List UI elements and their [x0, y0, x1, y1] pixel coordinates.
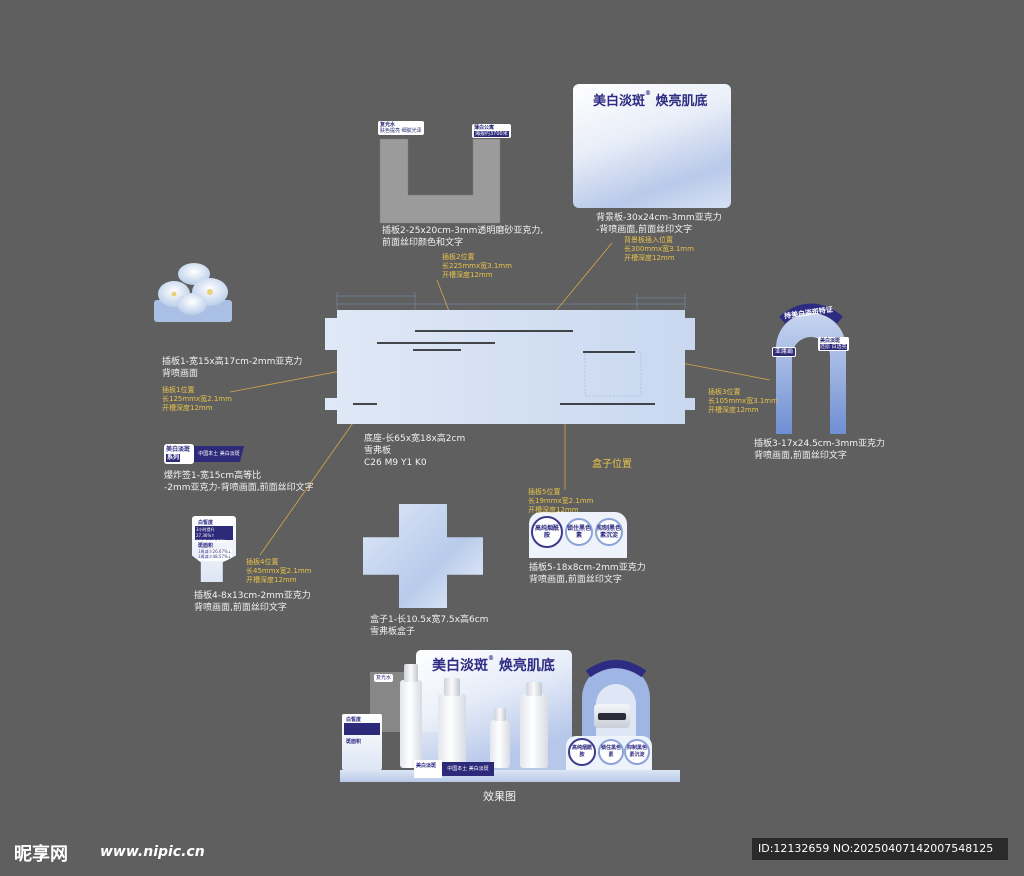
- effect-board4-head2: 斑面积: [346, 739, 362, 745]
- effect-title: 美白淡斑® 焕亮肌底: [432, 655, 555, 674]
- board5-badge1: 高纯烟酰胺: [531, 516, 563, 548]
- board3-tag-a: 亚庸霸: [772, 347, 797, 357]
- box-position-label: 盒子位置: [592, 459, 632, 470]
- leader-board4: [259, 419, 356, 556]
- effect-badge3: 抑制黑色素沉淀: [624, 739, 650, 765]
- board2-label: 插板2-25x20cm-3mm透明磨砂亚克力,前面丝印颜色和文字: [382, 226, 544, 248]
- effect-bottle-small-cap: [494, 708, 506, 721]
- board3-tag-b: 美白淡斑 还原 白透亮: [818, 337, 849, 351]
- board3-label: 插板3-17x24.5cm-3mm亚克力背喷画面,前面丝印文字: [754, 439, 886, 461]
- effect-board4: 白皙度 斑面积: [342, 714, 382, 770]
- board4-stat-box2: 3周减少26.67%↓3周减少48.57%↓: [198, 549, 232, 561]
- board1-flowers: [154, 263, 232, 322]
- board3-arch: [776, 303, 846, 434]
- board5-badge2: 锁住黑色素: [565, 518, 593, 546]
- board2-tag-left: 复光水 肤色提亮 细腻光泽: [378, 121, 424, 135]
- explosion-tag-right: 中国本土 美白淡斑: [194, 446, 244, 462]
- effect-board4-box: [344, 723, 380, 735]
- watermark-id: ID:12132659 NO:20250407142007548125: [752, 838, 1008, 860]
- effect-bottle-mid-cap: [444, 678, 460, 696]
- backboard-title: 美白淡斑® 焕亮肌底: [593, 90, 708, 109]
- backboard-label: 背景板-30x24cm-3mm亚克力-背喷画面,前面丝印文字: [596, 213, 722, 235]
- effect-explosion-tag: 美白淡斑 中国本土 美白淡斑: [414, 760, 494, 778]
- effect-tag-left: 复光水: [374, 674, 394, 682]
- explosion-label: 爆炸签1-宽15cm高等比-2mm亚克力-背喷画面,前面丝印文字: [164, 471, 314, 493]
- board1-label: 插板1-宽15x高17cm-2mm亚克力背喷画面: [162, 357, 303, 379]
- board5-label: 插板5-18x8cm-2mm亚克力背喷画面,前面丝印文字: [529, 563, 646, 585]
- board4-head2: 斑面积: [198, 543, 214, 549]
- effect-image: 美白淡斑® 焕亮肌底 高纯烟酰胺 锁住黑色素 抑制黑色素沉淀 复光水 白皙度 斑…: [340, 650, 680, 784]
- effect-explosion-right: 中国本土 美白淡斑: [442, 762, 494, 776]
- backboard-panel: 美白淡斑® 焕亮肌底: [573, 84, 731, 208]
- effect-board4-head: 白皙度: [346, 717, 362, 723]
- board4-label: 插板4-8x13cm-2mm亚克力背喷画面,前面丝印文字: [194, 591, 311, 613]
- watermark-url: www.nipic.cn: [100, 844, 205, 860]
- explosion-tag-left: 美白淡斑系列: [164, 444, 194, 464]
- board5-badge3: 抑制黑色素沉淀: [595, 518, 623, 546]
- effect-base: [340, 770, 680, 782]
- explosion-tag: 美白淡斑系列 中国本土 美白淡斑: [164, 444, 244, 464]
- board4-head: 白皙度: [198, 520, 214, 526]
- board5-panel: 高纯烟酰胺 锁住黑色素 抑制黑色素沉淀: [529, 512, 627, 558]
- board2-u-shape: [379, 138, 501, 224]
- effect-explosion-left: 美白淡斑: [414, 760, 442, 778]
- effect-badge1: 高纯烟酰胺: [568, 738, 596, 766]
- board2-tag-right: 薄白公寓 海报约3700米: [472, 124, 511, 138]
- effect-caption: 效果图: [483, 790, 516, 803]
- board4-stat-box1: 3小时提升27.36%↑3周提升45.28%↑: [195, 526, 233, 544]
- effect-bottle-small: [490, 720, 510, 768]
- effect-bottle-right-cap: [526, 682, 542, 696]
- effect-bottle-mid: [438, 694, 466, 768]
- effect-jar: [594, 704, 630, 728]
- base-plate: [325, 292, 695, 424]
- effect-bottle-tall-cap: [404, 664, 418, 682]
- effect-bottle-tall: [400, 680, 422, 768]
- effect-bottle-right: [520, 694, 548, 768]
- watermark-logo: 昵享网: [14, 844, 68, 865]
- effect-badge2: 锁住黑色素: [598, 739, 624, 765]
- effect-board5: 高纯烟酰胺 锁住黑色素 抑制黑色素沉淀: [566, 736, 652, 770]
